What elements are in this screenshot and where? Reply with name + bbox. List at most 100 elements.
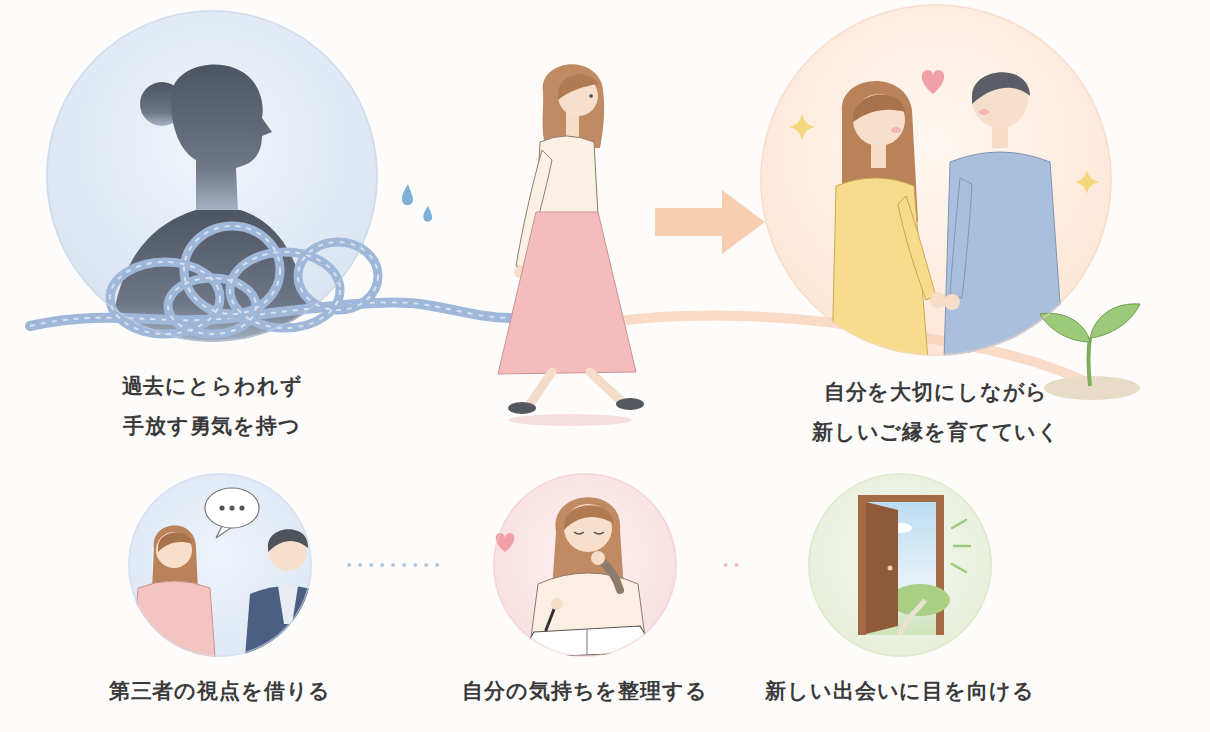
circle-outline bbox=[128, 473, 312, 657]
step-caption: 第三者の視点を借りる bbox=[109, 677, 331, 705]
dotted-connector bbox=[349, 563, 444, 567]
heart-symbol bbox=[922, 70, 944, 94]
tangled-rope bbox=[298, 242, 378, 310]
step-node: 過去にとらわれず 手放す勇気を持つ bbox=[46, 10, 378, 446]
couple-figures bbox=[944, 294, 960, 310]
circle-ground bbox=[808, 473, 992, 657]
sprout-plant bbox=[1044, 376, 1140, 400]
step-caption: 過去にとらわれず 手放す勇気を持つ bbox=[112, 366, 312, 446]
conversation-figures bbox=[244, 586, 334, 670]
light-rays bbox=[952, 520, 970, 572]
writing-figure bbox=[587, 629, 588, 655]
open-door bbox=[888, 566, 893, 571]
tangled-rope bbox=[30, 226, 512, 334]
walking-woman bbox=[498, 212, 636, 374]
conversation-figures bbox=[268, 529, 308, 552]
tangled-rope bbox=[110, 226, 378, 334]
sprout-plant bbox=[1089, 338, 1091, 386]
circle-outline bbox=[129, 474, 311, 656]
circle-outline bbox=[761, 5, 1111, 355]
conversation-figures bbox=[132, 581, 216, 670]
couple-figures bbox=[979, 109, 989, 115]
couple-figures bbox=[944, 152, 1064, 360]
writing-figure bbox=[591, 551, 605, 565]
writing-figure bbox=[551, 598, 563, 610]
step-node: 新しい出会いに目を向ける bbox=[765, 473, 1034, 705]
tangled-rope bbox=[168, 278, 256, 334]
circle-outline bbox=[46, 10, 378, 342]
water-drops bbox=[402, 184, 432, 222]
circle-ground bbox=[493, 473, 677, 657]
tangled-rope bbox=[110, 226, 378, 334]
flow-arrow bbox=[655, 190, 765, 254]
walking-woman bbox=[589, 94, 593, 98]
walking-woman bbox=[558, 74, 598, 100]
conversation-figures bbox=[156, 532, 192, 568]
couple-figures bbox=[972, 72, 1030, 104]
light-rays bbox=[952, 520, 966, 528]
open-door bbox=[866, 502, 898, 634]
tangled-rope bbox=[110, 262, 220, 334]
step-node: 自分を大切にしながら 新しいご縁を育てていく bbox=[760, 4, 1112, 452]
writing-figure bbox=[574, 532, 604, 534]
couple-figures bbox=[891, 127, 901, 133]
walking-woman bbox=[590, 372, 620, 400]
sparkle-symbol bbox=[789, 114, 1099, 194]
circle-ground bbox=[46, 4, 1112, 657]
step-caption: 自分を大切にしながら 新しいご縁を育てていく bbox=[805, 372, 1068, 452]
sprout-plant bbox=[1090, 304, 1140, 338]
sparkle-symbol bbox=[1075, 170, 1099, 194]
light-rays bbox=[954, 545, 970, 548]
conversation-figures bbox=[158, 532, 192, 552]
silhouette-figure bbox=[171, 65, 272, 212]
couple-figures bbox=[832, 72, 1064, 360]
circle-outline bbox=[809, 474, 991, 656]
couple-figures bbox=[950, 178, 972, 298]
circle-outline bbox=[47, 11, 377, 341]
speech-bubble bbox=[205, 488, 259, 528]
tangled-rope bbox=[298, 242, 378, 310]
writing-figure bbox=[518, 626, 656, 658]
writing-figure bbox=[564, 505, 614, 530]
sparkle-symbol bbox=[789, 114, 815, 140]
walking-woman bbox=[543, 64, 605, 148]
couple-figures bbox=[930, 292, 946, 308]
silhouette-figure bbox=[110, 65, 312, 345]
water-drops bbox=[402, 184, 413, 205]
step-caption: 自分の気持ちを整理する bbox=[462, 677, 707, 705]
couple-figures bbox=[853, 94, 905, 146]
walking-woman bbox=[616, 398, 644, 410]
writing-figure bbox=[600, 560, 620, 590]
couple-figures bbox=[898, 196, 936, 300]
circle-outline bbox=[493, 473, 677, 657]
sprout-plant bbox=[1040, 313, 1090, 342]
conversation-figures bbox=[132, 525, 334, 670]
dotted-connector bbox=[726, 563, 748, 567]
walking-woman bbox=[508, 414, 632, 426]
step-node: 第三者の視点を借りる bbox=[109, 473, 331, 705]
sprout-plant bbox=[1040, 304, 1140, 400]
conversation-figures bbox=[152, 525, 198, 590]
light-rays bbox=[952, 564, 966, 572]
circle-outline bbox=[494, 474, 676, 656]
tangled-rope bbox=[168, 278, 256, 334]
step-caption: 新しい出会いに目を向ける bbox=[765, 677, 1034, 705]
circle-outline bbox=[760, 4, 1112, 356]
tangled-rope bbox=[230, 252, 340, 328]
speech-bubble bbox=[229, 505, 234, 510]
walking-woman bbox=[498, 64, 644, 426]
couple-figures bbox=[832, 178, 928, 360]
open-door bbox=[890, 584, 950, 616]
water-drops bbox=[423, 206, 432, 222]
walking-woman bbox=[530, 372, 552, 404]
step-node: 自分の気持ちを整理する bbox=[462, 473, 707, 705]
circle-outline bbox=[808, 473, 992, 657]
couple-figures bbox=[853, 94, 906, 122]
conversation-figures bbox=[278, 586, 298, 624]
speech-bubble bbox=[205, 488, 259, 538]
circle-ground bbox=[128, 473, 312, 657]
open-door bbox=[858, 495, 950, 635]
